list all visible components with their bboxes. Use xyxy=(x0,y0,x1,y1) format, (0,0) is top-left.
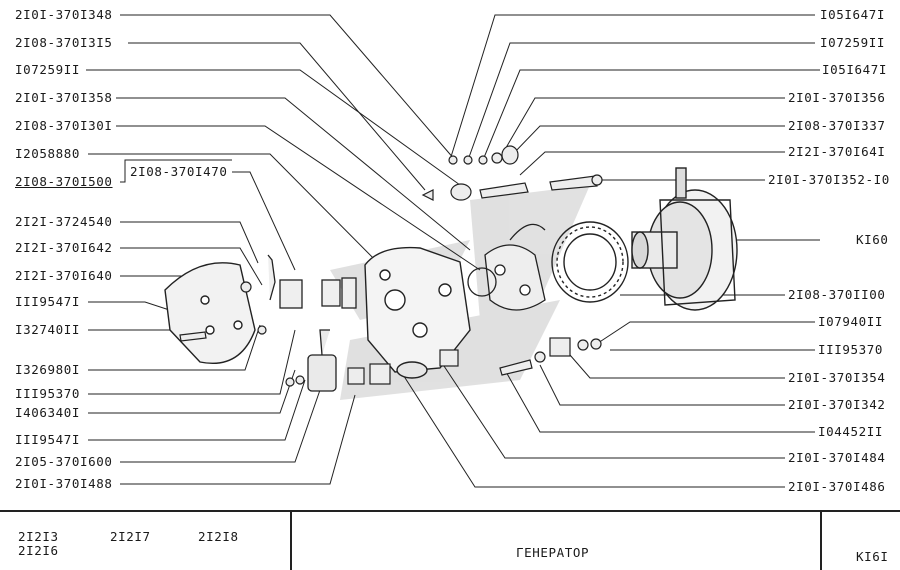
part-label-left: 2I2I-370I642 xyxy=(15,240,113,255)
brush-holder xyxy=(267,254,357,309)
part-label-right: 2I2I-370I64I xyxy=(788,144,886,159)
part-label-right: III95370 xyxy=(818,342,884,357)
right-leader-lines xyxy=(399,14,820,488)
part-label-left: 2I08-370I3I5 xyxy=(15,35,113,50)
title-block: 2I2I3 2I2I6 2I2I7 2I2I8 ГЕНЕРАТОР KI6I xyxy=(0,510,900,570)
part-label-left: I2058880 xyxy=(15,146,81,161)
sheet-code: KI6I xyxy=(856,549,889,564)
part-label-left: III9547I xyxy=(15,294,81,309)
part-label-left: 2I0I-370I348 xyxy=(15,7,113,22)
sheet-title: ГЕНЕРАТОР xyxy=(516,545,590,560)
part-label-right: I07940II xyxy=(818,314,884,329)
part-label-right: 2I0I-370I342 xyxy=(788,397,886,412)
stator xyxy=(551,221,629,303)
capacitor xyxy=(307,329,337,392)
part-label-right: KI60 xyxy=(856,232,889,247)
part-label-right: 2I0I-370I486 xyxy=(788,479,886,494)
pulley-assembly xyxy=(631,167,738,311)
part-label-left: 2I08-370I470 xyxy=(130,164,228,179)
part-label-right: 2I0I-370I352-I0 xyxy=(768,172,890,187)
part-label-left: I32740II xyxy=(15,322,81,337)
part-label-left: 2I2I-370I640 xyxy=(15,268,113,283)
part-label-left: 2I05-370I600 xyxy=(15,454,113,469)
part-label-right: I07259II xyxy=(820,35,886,50)
part-label-right: 2I0I-370I484 xyxy=(788,450,886,465)
part-label-left: 2I0I-370I488 xyxy=(15,476,113,491)
part-label-left-assembly: 2I08-370I500 xyxy=(15,174,113,189)
part-label-right: I04452II xyxy=(818,424,884,439)
part-label-right: 2I08-370II00 xyxy=(788,287,886,302)
part-label-left: I406340I xyxy=(15,405,81,420)
part-label-left: 2I08-370I30I xyxy=(15,118,113,133)
part-label-right: 2I0I-370I354 xyxy=(788,370,886,385)
generator-drawing xyxy=(86,14,820,488)
part-label-right: I05I647I xyxy=(820,7,886,22)
exploded-parts-diagram: 2I0I-370I348 2I08-370I3I5 I07259II 2I0I-… xyxy=(15,7,890,494)
fasteners xyxy=(179,145,603,387)
part-label-left: I07259II xyxy=(15,62,81,77)
model-code: 2I2I8 xyxy=(198,529,239,544)
model-code: 2I2I7 xyxy=(110,529,151,544)
part-label-left: III95370 xyxy=(15,386,81,401)
part-label-right: 2I0I-370I356 xyxy=(788,90,886,105)
part-label-right: I05I647I xyxy=(822,62,888,77)
rectifier-bridge xyxy=(467,223,546,311)
part-label-left: 2I0I-370I358 xyxy=(15,90,113,105)
divider xyxy=(820,512,822,570)
divider xyxy=(290,512,292,570)
part-label-left: III9547I xyxy=(15,432,81,447)
rear-cover-housing xyxy=(364,246,471,379)
part-label-right: 2I08-370I337 xyxy=(788,118,886,133)
left-leader-lines xyxy=(86,14,481,485)
part-label-left: I326980I xyxy=(15,362,81,377)
part-label-left: 2I2I-3724540 xyxy=(15,214,113,229)
rear-cap xyxy=(164,262,256,364)
model-code: 2I2I6 xyxy=(18,543,59,558)
model-code: 2I2I3 xyxy=(18,529,59,544)
